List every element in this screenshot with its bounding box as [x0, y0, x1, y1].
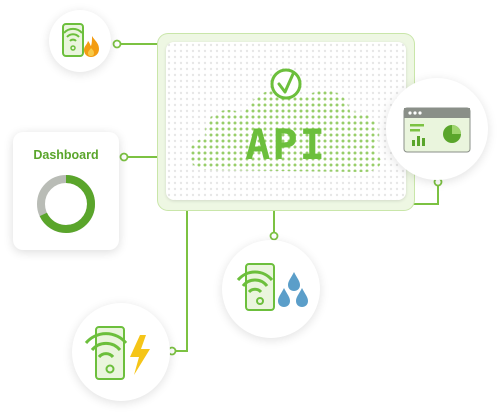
api-panel-inner: API	[166, 42, 406, 200]
dashboard-card[interactable]: Dashboard	[13, 132, 119, 250]
cloud-dots-icon	[166, 42, 406, 200]
connector-browser-to-api	[412, 182, 439, 205]
wifi-water-node[interactable]	[222, 240, 320, 338]
api-label: API	[245, 120, 327, 169]
dashboard-title: Dashboard	[33, 148, 99, 162]
wifi-device-fire-icon	[62, 23, 99, 57]
connector-dot	[112, 39, 122, 49]
donut-segment-primary	[37, 175, 95, 233]
connector-dot	[119, 152, 129, 162]
connector-power-to-api	[172, 206, 188, 352]
api-panel: API	[158, 34, 414, 210]
browser-window-pie-icon	[403, 107, 471, 153]
wifi-power-node[interactable]	[72, 303, 170, 401]
wifi-device-water-drops-icon	[236, 263, 308, 311]
donut-chart	[37, 175, 95, 233]
wifi-fire-node[interactable]	[49, 10, 111, 72]
wifi-device-lightning-icon	[84, 326, 150, 380]
browser-chart-node[interactable]	[386, 78, 488, 180]
connector-dot	[269, 231, 279, 241]
